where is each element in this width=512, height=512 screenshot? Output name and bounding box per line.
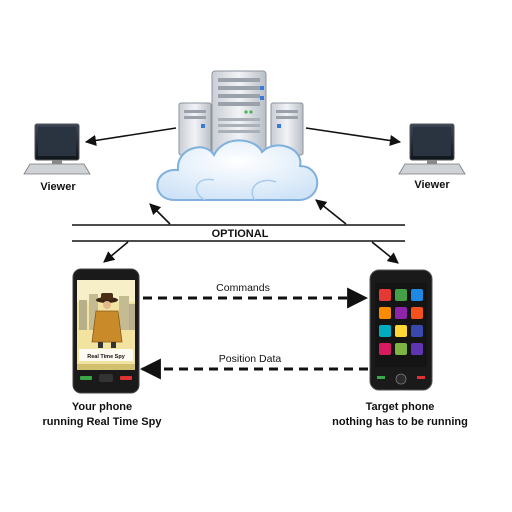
server-icon [270, 102, 304, 156]
server-cluster [178, 70, 304, 156]
viewer-left-label: Viewer [40, 181, 76, 193]
app-icon [379, 307, 391, 319]
viewer-right-label: Viewer [414, 179, 450, 191]
monitor-icon [23, 123, 91, 175]
app-icon-grid [379, 289, 423, 355]
cloud-icon [156, 139, 319, 201]
target-phone-label-line1: Target phone [366, 401, 435, 413]
smartphone-icon: Real Time Spy [72, 268, 140, 394]
arrow-cloud-to-phone [103, 241, 129, 263]
monitor-icon [398, 123, 466, 175]
app-icon [395, 289, 407, 301]
your-phone-label-line2: running Real Time Spy [43, 416, 163, 428]
app-icon [411, 343, 423, 355]
server-icon [211, 70, 267, 156]
spy-figure-icon [91, 293, 123, 348]
smartphone-icon [369, 269, 433, 391]
app-icon [379, 289, 391, 301]
app-screen-title: Real Time Spy [87, 354, 125, 360]
position-data-label: Position Data [219, 353, 282, 365]
arrow-target-to-cloud [315, 199, 347, 225]
arrow-to-left-viewer [84, 127, 177, 146]
arrow-phone-to-cloud [149, 203, 171, 225]
your-phone-label-line1: Your phone [72, 401, 132, 413]
optional-label: OPTIONAL [212, 228, 269, 240]
commands-label: Commands [216, 282, 270, 294]
app-icon [379, 325, 391, 337]
app-icon [411, 307, 423, 319]
arrow-to-right-viewer [305, 127, 402, 147]
app-icon [395, 307, 407, 319]
app-icon [379, 343, 391, 355]
app-icon [411, 289, 423, 301]
app-icon [395, 343, 407, 355]
arrow-cloud-to-target [371, 241, 399, 264]
app-icon [411, 325, 423, 337]
app-icon [395, 325, 407, 337]
server-icon [178, 102, 212, 156]
target-phone-label-line2: nothing has to be running [332, 416, 468, 428]
